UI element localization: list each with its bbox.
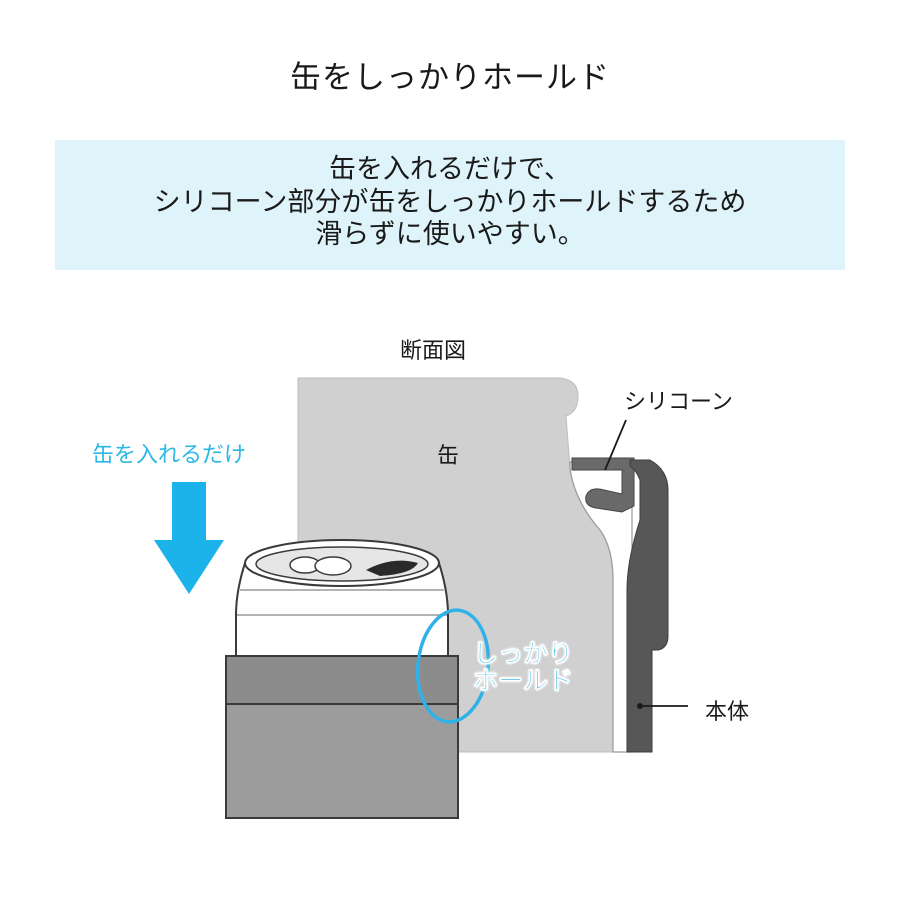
banner-line-1: 缶を入れるだけで、 [329,154,571,185]
hold-label-line-1: しっかり [472,639,574,668]
insert-label: 缶を入れるだけ [92,443,247,468]
page-title: 缶をしっかりホールド [290,60,610,96]
hold-label-line-2: ホールド [472,666,574,695]
hold-highlight-ellipse [415,608,491,724]
silicone-leader-line [604,419,627,471]
small-can-upper [235,559,449,657]
silicone-part [571,457,635,513]
main-body-wall [626,459,669,753]
body-leader-dot [637,703,643,709]
holder-inner-wall [569,461,633,753]
cross-section-title: 断面図 [400,339,467,364]
silicone-label: シリコーン [624,390,733,415]
small-can-lower [225,699,459,819]
banner-line-2: シリコーン部分が缶をしっかりホールドするため [153,187,747,218]
banner-line-3: 滑らずに使いやすい。 [315,219,585,250]
description-banner: 缶を入れるだけで、 シリコーン部分が缶をしっかりホールドするため 滑らずに使いや… [55,140,845,270]
hold-label: しっかり ホールド [463,639,583,695]
body-label: 本体 [705,700,750,725]
insert-arrow [154,482,224,594]
can-label: 缶 [437,444,460,469]
